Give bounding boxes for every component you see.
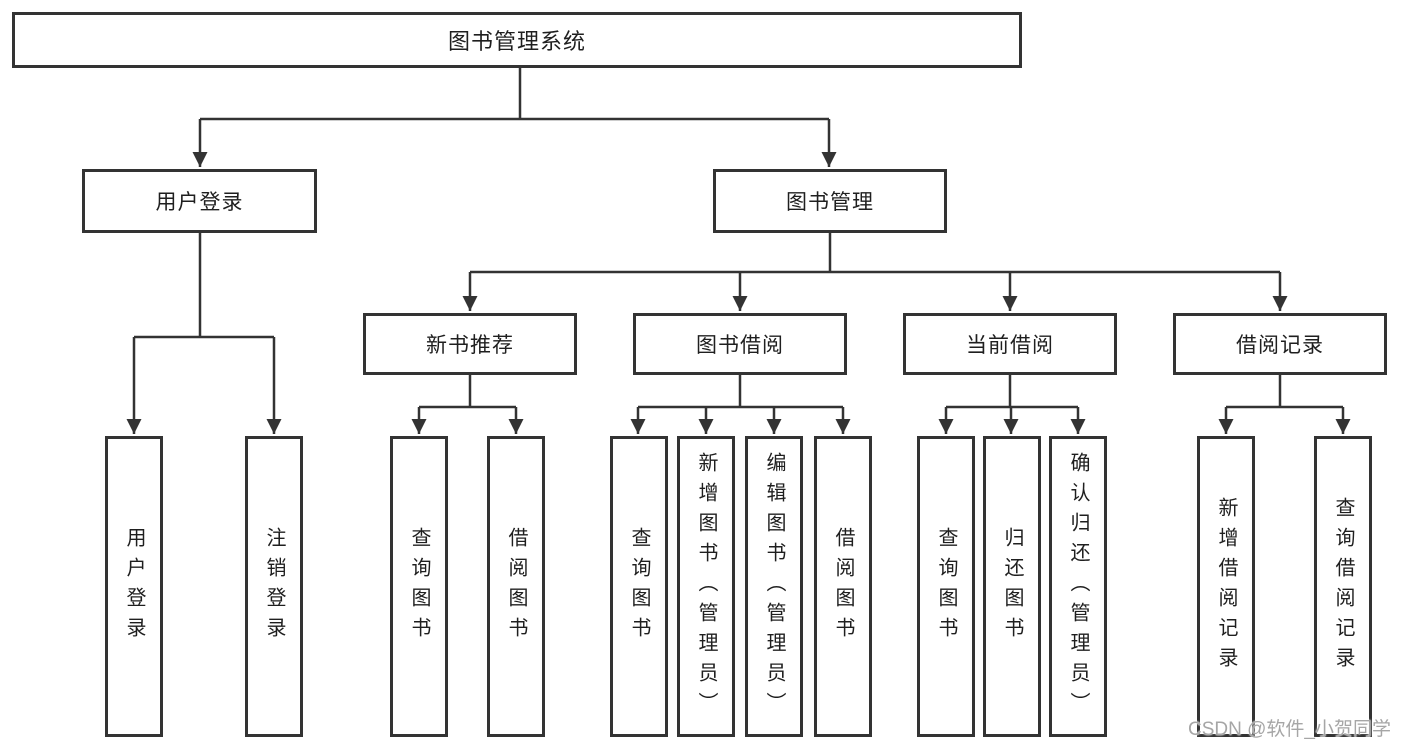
node-user-login-branch: 用户登录 xyxy=(82,169,317,233)
node-leaf-add-borrow-record: 新增借阅记录 xyxy=(1197,436,1255,737)
node-leaf-query-borrow-record-label: 查询借阅记录 xyxy=(1332,496,1354,677)
connector-root-bus xyxy=(200,68,829,121)
node-leaf-add-book-admin: 新增图书（管理员） xyxy=(677,436,735,737)
node-leaf-edit-book-admin-label: 编辑图书（管理员） xyxy=(763,451,785,722)
connector-new-book-bus xyxy=(419,375,516,409)
node-leaf-confirm-return-admin: 确认归还（管理员） xyxy=(1049,436,1107,737)
node-current-borrowing: 当前借阅 xyxy=(903,313,1117,375)
node-leaf-borrow-books-recommend: 借阅图书 xyxy=(487,436,545,737)
node-leaf-return-book: 归还图书 xyxy=(983,436,1041,737)
connector-borrow-records-bus xyxy=(1226,375,1343,409)
node-leaf-user-login-label: 用户登录 xyxy=(123,526,145,647)
node-library-management-system: 图书管理系统 xyxy=(12,12,1022,68)
node-leaf-add-borrow-record-label: 新增借阅记录 xyxy=(1215,496,1237,677)
node-leaf-borrow-books-recommend-label: 借阅图书 xyxy=(505,526,527,647)
node-leaf-borrow-books-borrowing: 借阅图书 xyxy=(814,436,872,737)
connector-current-borrowing-bus xyxy=(946,375,1078,409)
node-leaf-query-borrow-record: 查询借阅记录 xyxy=(1314,436,1372,737)
node-leaf-edit-book-admin: 编辑图书（管理员） xyxy=(745,436,803,737)
node-book-borrowing: 图书借阅 xyxy=(633,313,847,375)
node-leaf-query-books-current-label: 查询图书 xyxy=(935,526,957,647)
node-leaf-logout-label: 注销登录 xyxy=(263,526,285,647)
node-book-management-branch: 图书管理 xyxy=(713,169,947,233)
node-leaf-return-book-label: 归还图书 xyxy=(1001,526,1023,647)
node-leaf-query-books-borrowing-label: 查询图书 xyxy=(628,526,650,647)
node-leaf-logout: 注销登录 xyxy=(245,436,303,737)
node-leaf-user-login: 用户登录 xyxy=(105,436,163,737)
node-leaf-borrow-books-borrowing-label: 借阅图书 xyxy=(832,526,854,647)
node-leaf-query-books-recommend-label: 查询图书 xyxy=(408,526,430,647)
node-leaf-confirm-return-admin-label: 确认归还（管理员） xyxy=(1067,451,1089,722)
node-leaf-query-books-current: 查询图书 xyxy=(917,436,975,737)
connector-book-management-bus xyxy=(470,233,1280,274)
node-leaf-query-books-borrowing: 查询图书 xyxy=(610,436,668,737)
csdn-watermark: CSDN @软件_小贺同学 xyxy=(1188,719,1391,740)
node-new-book-recommend: 新书推荐 xyxy=(363,313,577,375)
node-leaf-query-books-recommend: 查询图书 xyxy=(390,436,448,737)
connector-user-login-bus xyxy=(134,233,274,339)
node-borrow-records: 借阅记录 xyxy=(1173,313,1387,375)
node-leaf-add-book-admin-label: 新增图书（管理员） xyxy=(695,451,717,722)
connector-book-borrowing-bus xyxy=(638,375,843,409)
